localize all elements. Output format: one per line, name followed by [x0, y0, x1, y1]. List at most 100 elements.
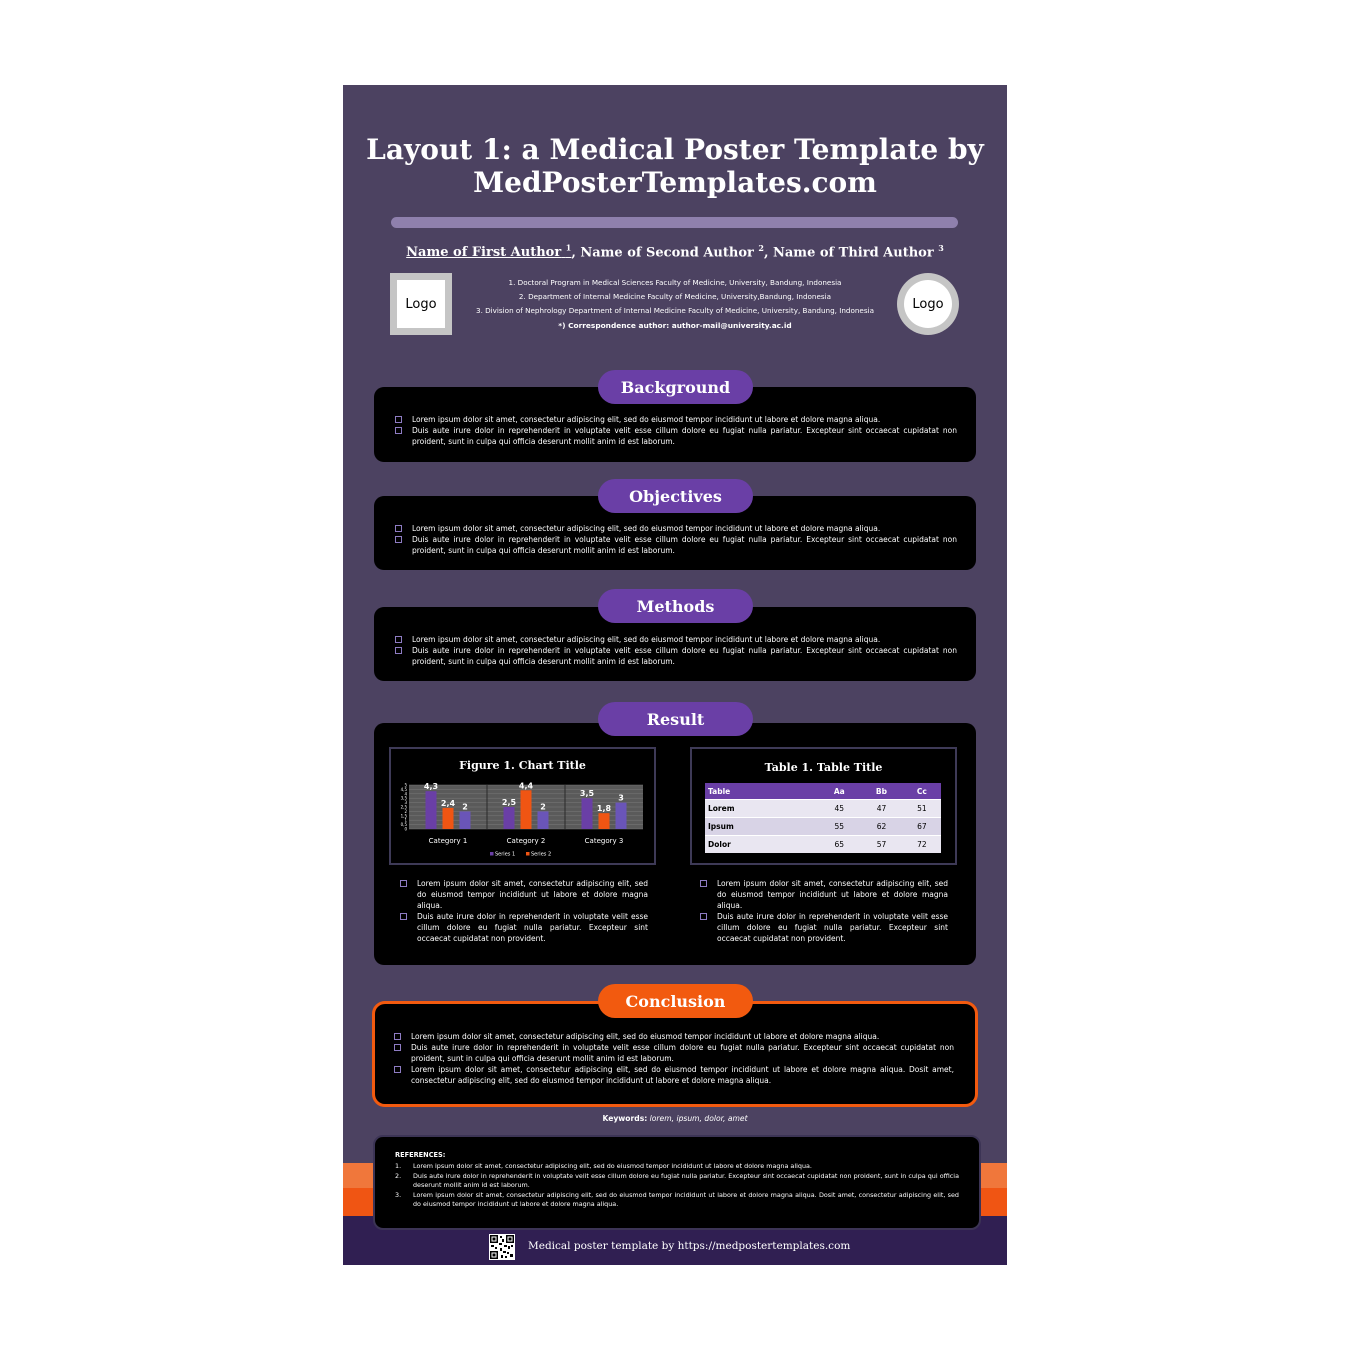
legend-label: Series 2 [531, 852, 551, 858]
table-cell: Lorem [705, 799, 819, 818]
table-cell: Dolor [705, 835, 819, 853]
table-cell: 57 [860, 835, 903, 853]
logo-left: Logo [390, 273, 452, 335]
table-title: Table 1. Table Title [764, 761, 883, 774]
table-cell: 67 [902, 817, 941, 836]
third-author-name: , Name of Third Author [763, 245, 934, 261]
first-author-sup: 1 [565, 243, 572, 253]
y-tick-label: 1,5 [401, 813, 408, 818]
y-tick-label: 0,5 [401, 822, 408, 827]
list-item: Duis aute irure dolor in reprehenderit i… [700, 911, 948, 944]
y-tick-label: 1 [404, 818, 407, 823]
qr-code-icon [489, 1234, 515, 1260]
affiliation-2: 2. Department of Internal Medicine Facul… [518, 292, 832, 301]
reference-item: 1.Lorem ipsum dolor sit amet, consectetu… [395, 1162, 812, 1170]
poster: Layout 1: a Medical Poster Template by M… [343, 85, 1007, 1265]
bar [425, 791, 437, 829]
table-cell: 62 [860, 817, 903, 836]
list-item: Lorem ipsum dolor sit amet, consectetur … [394, 1064, 954, 1086]
table-cell: 55 [818, 817, 861, 836]
bar [520, 790, 532, 829]
data-label: 4,3 [424, 782, 438, 791]
first-author-name: Name of First Author [406, 245, 562, 261]
affiliation-1: 1. Doctoral Program in Medical Sciences … [508, 278, 842, 287]
list-item: Lorem ipsum dolor sit amet, consectetur … [395, 414, 957, 425]
bar [503, 807, 515, 829]
table-cell: 45 [818, 799, 861, 818]
table-cell: 72 [902, 835, 941, 853]
y-tick-label: 5 [404, 783, 407, 788]
table-header-cell: Table [705, 783, 819, 800]
bar [598, 813, 610, 829]
y-tick-label: 3 [404, 800, 407, 805]
table-panel: Table 1. Table Title Table Aa Bb Cc Lore… [690, 747, 957, 865]
legend-label: Series 1 [495, 852, 515, 858]
logo-right-label: Logo [904, 280, 952, 328]
list-item: Duis aute irure dolor in reprehenderit i… [395, 645, 957, 667]
table-cell: Ipsum [705, 817, 819, 836]
objectives-body: Lorem ipsum dolor sit amet, consectetur … [395, 523, 957, 556]
list-item: Lorem ipsum dolor sit amet, consectetur … [400, 878, 648, 911]
table-row: Ipsum 55 62 67 [705, 817, 941, 836]
y-tick-label: 4,5 [401, 787, 408, 792]
reference-item: 3.Lorem ipsum dolor sit amet, consectetu… [395, 1190, 959, 1209]
keywords-label: Keywords: [602, 1114, 648, 1123]
affiliation-3: 3. Division of Nephrology Department of … [476, 306, 874, 315]
references-title: REFERENCES: [395, 1151, 446, 1159]
objectives-header: Objectives [598, 479, 753, 513]
second-author-sup: 2 [758, 243, 764, 253]
author-line: Name of First Author 1, Name of Second A… [363, 243, 987, 260]
legend-swatch [490, 852, 494, 856]
table-header-row: Table Aa Bb Cc [705, 783, 941, 800]
table-cell: 65 [818, 835, 861, 853]
data-table: Table Aa Bb Cc Lorem 45 47 51 Ipsum [705, 783, 941, 853]
bar [459, 811, 471, 829]
data-label: 2 [540, 802, 546, 811]
result-right-body: Lorem ipsum dolor sit amet, consectetur … [700, 878, 948, 944]
result-header: Result [598, 702, 753, 736]
third-author-sup: 3 [938, 243, 944, 253]
bar [537, 811, 549, 829]
y-tick-label: 2 [404, 809, 407, 814]
data-label: 2,4 [441, 799, 456, 808]
background-body: Lorem ipsum dolor sit amet, consectetur … [395, 414, 957, 447]
result-left-body: Lorem ipsum dolor sit amet, consectetur … [400, 878, 648, 944]
table-cell: 51 [902, 799, 941, 818]
methods-body: Lorem ipsum dolor sit amet, consectetur … [395, 634, 957, 667]
y-tick-label: 0 [404, 827, 407, 832]
reference-item: 2.Duis aute irure dolor in reprehenderit… [395, 1171, 959, 1190]
bar [615, 802, 627, 829]
y-tick-label: 2,5 [401, 805, 408, 810]
table-row: Dolor 65 57 72 [705, 835, 941, 853]
list-item: Lorem ipsum dolor sit amet, consectetur … [395, 634, 957, 645]
second-author-name: , Name of Second Author [571, 245, 754, 261]
legend-swatch [526, 852, 530, 856]
table-row: Lorem 45 47 51 [705, 799, 941, 818]
data-label: 3 [618, 794, 624, 803]
bar [581, 798, 593, 829]
x-tick-label: Category 3 [585, 837, 624, 845]
methods-header: Methods [598, 589, 753, 623]
data-label: 2 [462, 802, 468, 811]
keywords: Keywords: lorem, ipsum, dolor, amet [363, 1114, 987, 1123]
title-divider [391, 217, 958, 228]
first-author: Name of First Author 1 [406, 243, 572, 261]
logo-right: Logo [897, 273, 959, 335]
table-header-cell: Cc [902, 783, 941, 800]
list-item: Lorem ipsum dolor sit amet, consectetur … [700, 878, 948, 911]
chart-title: Figure 1. Chart Title [459, 759, 586, 772]
y-tick-label: 4 [404, 791, 407, 796]
poster-title: Layout 1: a Medical Poster Template by M… [366, 133, 984, 199]
list-item: Lorem ipsum dolor sit amet, consectetur … [395, 523, 957, 534]
conclusion-box: Lorem ipsum dolor sit amet, consectetur … [372, 1001, 978, 1107]
data-label: 1,8 [597, 804, 612, 813]
y-tick-label: 3,5 [401, 796, 408, 801]
data-label: 3,5 [580, 789, 595, 798]
keywords-value: lorem, ipsum, dolor, amet [647, 1114, 748, 1123]
list-item: Duis aute irure dolor in reprehenderit i… [395, 425, 957, 447]
references-box: REFERENCES: 1.Lorem ipsum dolor sit amet… [373, 1135, 981, 1230]
conclusion-header: Conclusion [598, 984, 753, 1018]
